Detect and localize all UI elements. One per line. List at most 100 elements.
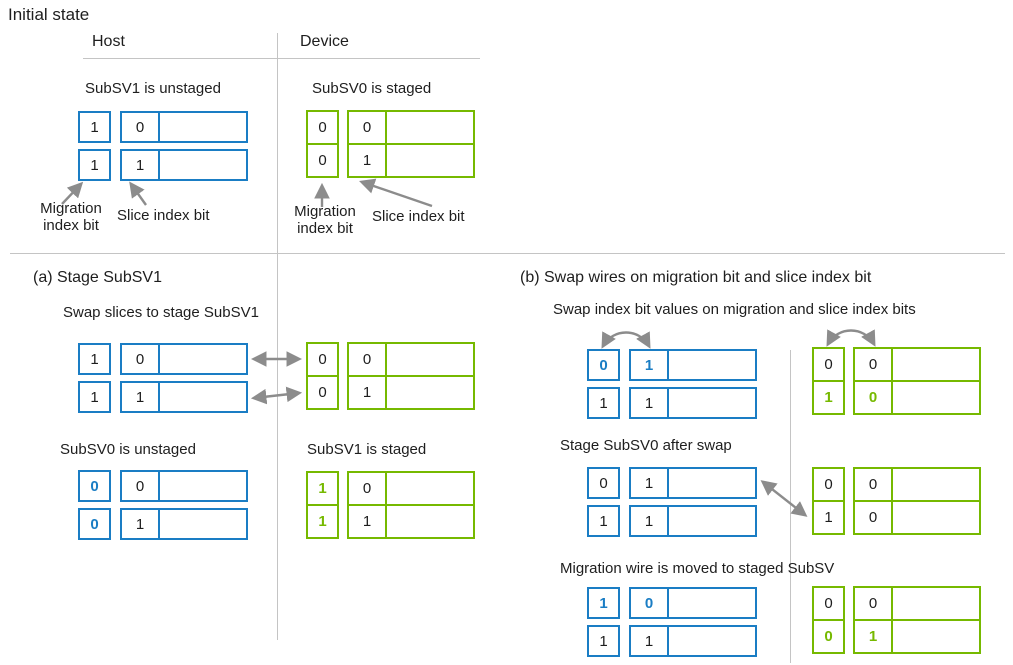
b-device-swap-arc-arrow bbox=[826, 329, 876, 347]
table-row: 0 1 bbox=[306, 375, 475, 410]
initial-device-caption: SubSV0 is staged bbox=[312, 80, 432, 97]
migration-bit-cell: 0 bbox=[812, 347, 845, 382]
slice-data-region bbox=[893, 588, 979, 619]
migration-bit-cell: 1 bbox=[812, 380, 845, 415]
initial-host-caption: SubSV1 is unstaged bbox=[85, 80, 221, 97]
bit-value: 0 bbox=[362, 119, 372, 136]
slice-box: 1 bbox=[853, 619, 981, 654]
host-slice-bit-label: Slice index bit bbox=[117, 207, 210, 224]
slice-box: 0 bbox=[347, 110, 475, 145]
slice-bit-cell: 1 bbox=[631, 507, 669, 535]
host-slice-pointer-arrow bbox=[129, 181, 147, 206]
slice-bit-cell: 1 bbox=[631, 389, 669, 417]
migration-bit-cell: 1 bbox=[587, 625, 620, 657]
table-row: 0 1 bbox=[812, 619, 981, 654]
host-column-header: Host bbox=[92, 33, 125, 50]
slice-bit-cell: 1 bbox=[122, 383, 160, 411]
migration-bit-cell: 0 bbox=[587, 349, 620, 381]
page-title: Initial state bbox=[8, 5, 90, 24]
migration-bit-cell: 0 bbox=[306, 342, 339, 377]
slice-data-region bbox=[893, 382, 979, 413]
migration-bit-cell: 1 bbox=[306, 471, 339, 506]
right-vertical-divider bbox=[790, 350, 791, 663]
bit-value: 1 bbox=[135, 515, 145, 533]
slice-data-region bbox=[387, 506, 473, 537]
a-swap-host-bit-table: 1 0 1 1 bbox=[78, 343, 248, 419]
migration-bit-cell: 1 bbox=[587, 587, 620, 619]
slice-data-region bbox=[160, 383, 246, 411]
bit-value: 0 bbox=[135, 350, 145, 368]
slice-data-region bbox=[387, 112, 473, 143]
bit-value: 0 bbox=[599, 474, 608, 492]
bit-value: 0 bbox=[824, 476, 833, 493]
initial-host-bit-table: 1 0 1 1 bbox=[78, 111, 248, 187]
a-swap-device-bit-table: 0 0 0 1 bbox=[306, 342, 475, 410]
bit-value: 1 bbox=[644, 356, 654, 374]
migration-bit-cell: 1 bbox=[78, 149, 111, 181]
slice-bit-cell: 0 bbox=[122, 472, 160, 500]
slice-bit-cell: 1 bbox=[349, 145, 387, 176]
bit-value: 1 bbox=[644, 394, 654, 412]
bit-value: 0 bbox=[362, 351, 372, 368]
bit-value: 0 bbox=[868, 356, 878, 373]
migration-bit-cell: 0 bbox=[306, 143, 339, 178]
b-host-swap-arc-arrow bbox=[601, 331, 651, 349]
slice-box: 0 bbox=[347, 471, 475, 506]
table-row: 0 0 bbox=[306, 110, 475, 145]
bit-value: 1 bbox=[644, 512, 654, 530]
migration-bit-cell: 0 bbox=[587, 467, 620, 499]
table-row: 1 1 bbox=[78, 149, 248, 181]
bit-value: 0 bbox=[90, 515, 99, 533]
a-result-host-caption: SubSV0 is unstaged bbox=[60, 441, 196, 458]
migration-bit-cell: 0 bbox=[812, 586, 845, 621]
migration-bit-cell: 1 bbox=[812, 500, 845, 535]
slice-data-region bbox=[893, 502, 979, 533]
device-column-header: Device bbox=[300, 33, 349, 50]
table-row: 1 0 bbox=[587, 587, 757, 619]
host-migration-bit-label: Migration index bit bbox=[40, 200, 102, 235]
slice-bit-cell: 1 bbox=[631, 627, 669, 655]
center-vertical-divider bbox=[277, 33, 278, 640]
slice-data-region bbox=[160, 345, 246, 373]
slice-data-region bbox=[387, 145, 473, 176]
bit-value: 1 bbox=[599, 512, 608, 530]
table-row: 0 1 bbox=[306, 143, 475, 178]
migration-bit-cell: 1 bbox=[78, 381, 111, 413]
slice-data-region bbox=[893, 469, 979, 500]
slice-box: 0 bbox=[853, 586, 981, 621]
section-a-heading: (a) Stage SubSV1 bbox=[33, 269, 162, 286]
slice-bit-cell: 0 bbox=[855, 469, 893, 500]
table-row: 1 0 bbox=[78, 343, 248, 375]
bit-value: 0 bbox=[90, 477, 99, 495]
slice-data-region bbox=[669, 351, 755, 379]
bit-value: 0 bbox=[868, 595, 878, 612]
bit-value: 0 bbox=[135, 477, 145, 495]
bit-value: 1 bbox=[318, 513, 327, 530]
b-stage-host-bit-table: 0 1 1 1 bbox=[587, 467, 757, 543]
slice-box: 0 bbox=[853, 380, 981, 415]
bit-value: 0 bbox=[318, 152, 327, 169]
migration-bit-cell: 0 bbox=[78, 508, 111, 540]
migration-bit-cell: 1 bbox=[587, 387, 620, 419]
b-swap-device-bit-table: 0 0 1 0 bbox=[812, 347, 981, 415]
bit-value: 1 bbox=[868, 628, 878, 645]
slice-box: 1 bbox=[629, 387, 757, 419]
bit-value: 1 bbox=[824, 509, 833, 526]
table-row: 1 1 bbox=[78, 381, 248, 413]
table-row: 0 0 bbox=[78, 470, 248, 502]
slice-box: 0 bbox=[120, 111, 248, 143]
b-moved-caption: Migration wire is moved to staged SubSV bbox=[560, 560, 835, 577]
bit-value: 1 bbox=[318, 480, 327, 497]
bit-value: 0 bbox=[868, 389, 878, 406]
slice-data-region bbox=[669, 507, 755, 535]
slice-data-region bbox=[160, 151, 246, 179]
slice-box: 1 bbox=[629, 505, 757, 537]
table-row: 0 0 bbox=[812, 467, 981, 502]
table-row: 0 0 bbox=[812, 347, 981, 382]
slice-bit-cell: 1 bbox=[349, 377, 387, 408]
slice-bit-cell: 1 bbox=[855, 621, 893, 652]
table-row: 0 0 bbox=[812, 586, 981, 621]
slice-data-region bbox=[160, 113, 246, 141]
